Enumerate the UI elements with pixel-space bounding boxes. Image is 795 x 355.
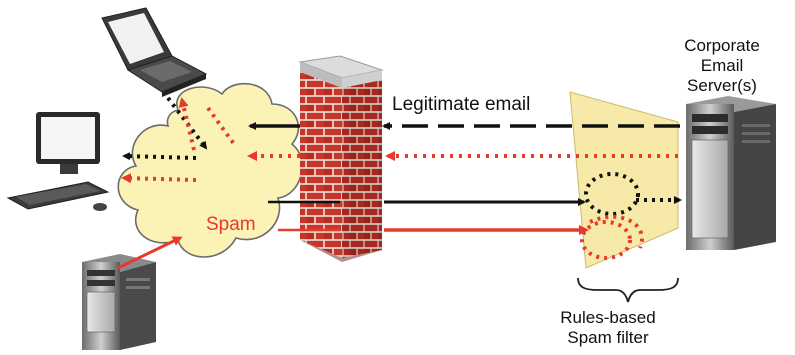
filter-label-line1: Rules-based <box>560 308 656 327</box>
server-label-line1: Corporate <box>684 36 760 55</box>
spam-filter-label: Rules-based Spam filter <box>548 308 668 348</box>
server-label-line2: Email <box>700 56 744 75</box>
laptop-icon <box>101 7 208 97</box>
firewall-brick-wall-icon <box>298 55 384 262</box>
desktop-computer-icon <box>6 112 110 211</box>
spam-label: Spam <box>206 214 256 235</box>
filter-label-line2: Spam filter <box>567 328 649 347</box>
server-label-line3: Server(s) <box>687 76 757 95</box>
spam-filter-funnel-icon <box>569 91 679 269</box>
legitimate-email-label: Legitimate email <box>392 94 531 115</box>
laptop-red-dotted-arrow <box>178 97 196 151</box>
corporate-email-server-label: Corporate Email Server(s) <box>662 36 782 96</box>
spam-source-arrow <box>117 236 183 270</box>
laptop-black-dotted-arrow <box>166 96 208 150</box>
email-server-icon <box>686 96 776 250</box>
filter-brace <box>577 277 679 303</box>
